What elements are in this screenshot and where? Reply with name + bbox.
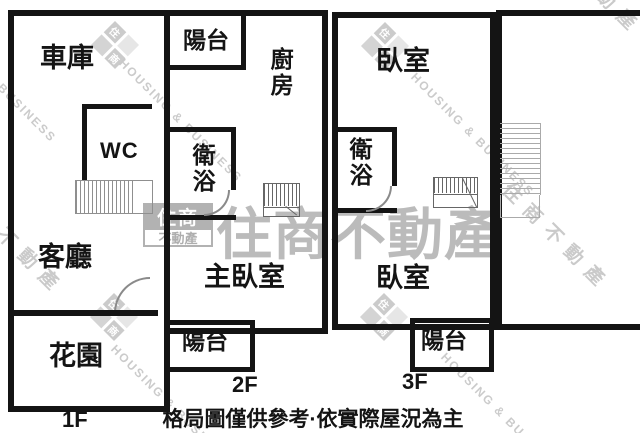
rooftop-stairs-lower <box>500 195 540 218</box>
floor3-stairs-midline <box>434 194 477 195</box>
floor2-bath-label: 衛浴 <box>189 143 216 195</box>
floor2-balcony-bottom-label: 陽台 <box>182 328 228 354</box>
wc-label: WC <box>100 138 139 163</box>
floor3-balcony-outline <box>410 318 494 372</box>
floor2-label: 2F <box>232 372 258 397</box>
garage-label: 車庫 <box>40 43 94 73</box>
floor2-balcony-wall-vertical <box>241 10 246 70</box>
living-room-label: 客廳 <box>38 242 92 272</box>
garden-label: 花園 <box>49 341 103 371</box>
floor2-bath-wall-bottom <box>164 215 236 220</box>
floor3-bath-label: 衛浴 <box>346 137 373 189</box>
floor2-stairs-midline <box>264 207 299 208</box>
floor1-stairs-hatch <box>76 181 134 213</box>
master-bedroom-label: 主臥室 <box>204 262 285 292</box>
floor1-label: 1F <box>62 407 88 432</box>
floor3-bath-wall-right <box>392 127 397 186</box>
floor2-bath-wall-right <box>231 127 236 190</box>
rooftop-outline <box>496 10 640 330</box>
rooftop-stairs-hatch <box>500 123 541 195</box>
wc-wall-horizontal <box>82 104 152 109</box>
floor2-outline <box>164 10 328 334</box>
floor3-bedroom-top-label: 臥室 <box>376 46 430 76</box>
kitchen-label: 廚房 <box>267 47 294 99</box>
floor3-label: 3F <box>402 369 428 394</box>
floor3-bath-wall-top <box>332 127 397 132</box>
floor2-balcony-bottom-outline <box>164 320 255 372</box>
floor3-stairs-hatch <box>434 178 477 193</box>
floor2-bath-wall-top <box>164 127 236 132</box>
floor3-stairs <box>433 177 478 208</box>
floor2-balcony-top-label: 陽台 <box>183 27 229 53</box>
floor2-stairs-hatch <box>264 184 299 206</box>
wc-wall-vertical <box>82 104 87 181</box>
floor2-balcony-wall-horizontal <box>164 65 246 70</box>
disclaimer-text: 格局圖僅供參考·依實際屋況為主 <box>162 408 464 431</box>
floor2-stairs <box>263 183 300 217</box>
floor3-balcony-label: 陽台 <box>421 327 467 353</box>
garden-divider-wall <box>8 310 158 316</box>
floor1-stairs <box>75 180 153 214</box>
floor3-bedroom-bottom-label: 臥室 <box>376 263 430 293</box>
floor3-bath-wall-bottom <box>332 208 397 213</box>
